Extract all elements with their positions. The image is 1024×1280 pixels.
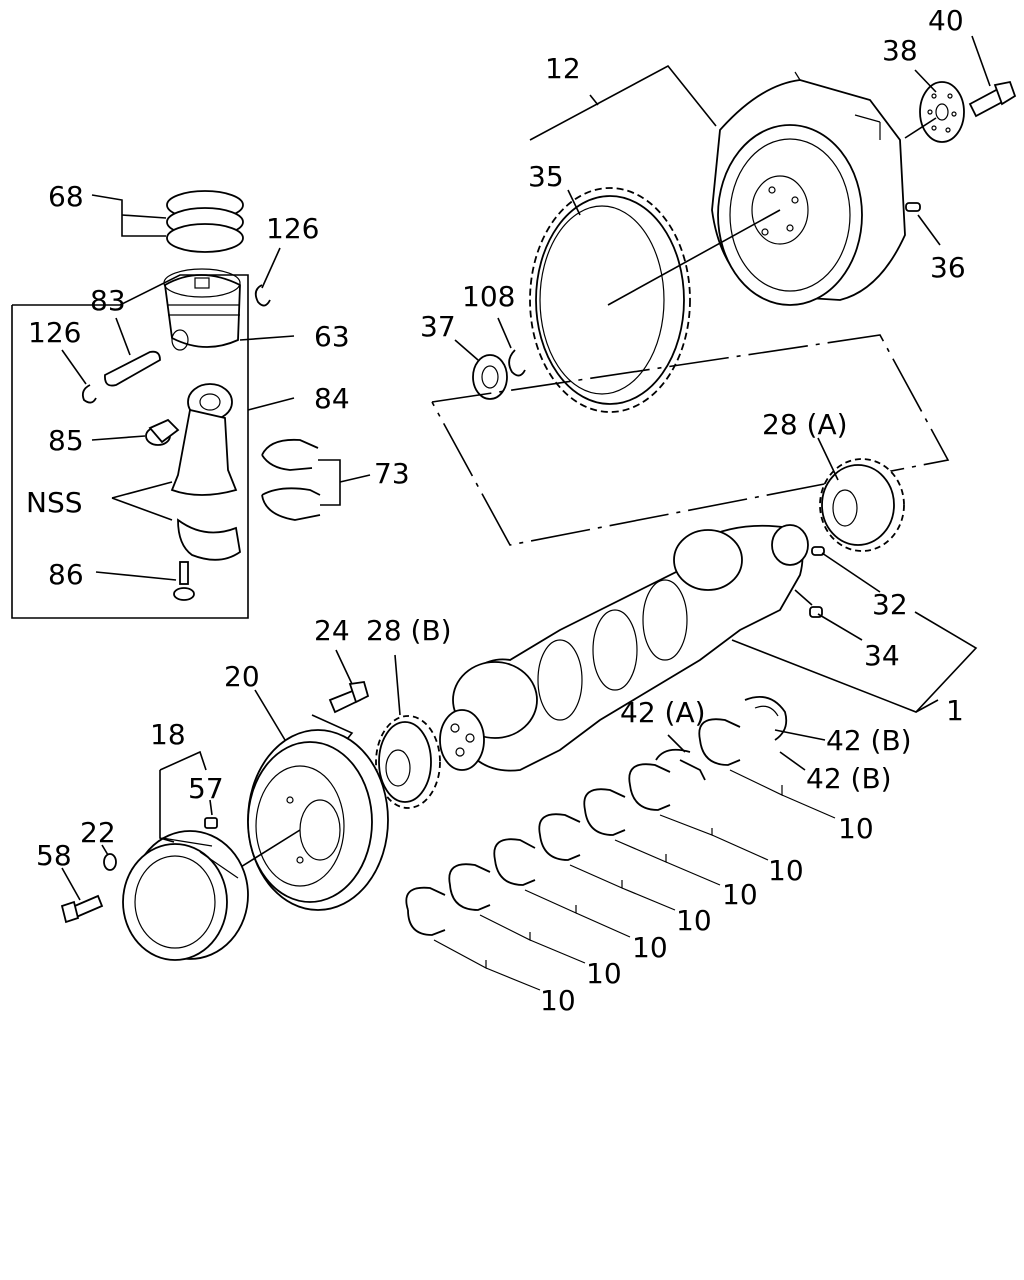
callout-28b: 28 (B)	[366, 614, 452, 647]
callout-40: 40	[928, 4, 964, 37]
callout-12: 12	[545, 52, 581, 85]
callout-57: 57	[188, 772, 224, 805]
main-bearing-set	[405, 718, 836, 991]
pulley-bolt-24	[328, 680, 370, 714]
bolt-58	[60, 894, 104, 924]
callout-58: 58	[36, 839, 72, 872]
callout-10: 10	[838, 812, 874, 845]
small-end-bushing	[145, 418, 180, 446]
connecting-rod	[170, 383, 238, 496]
callout-73: 73	[374, 457, 410, 490]
crankshaft	[439, 524, 809, 772]
callout-42b-upper: 42 (B)	[826, 724, 912, 757]
callout-28a: 28 (A)	[762, 408, 848, 441]
callout-42a: 42 (A)	[620, 696, 706, 729]
callout-labels: 40 38 12 35 36 108 37 28 (A) 32 34 1 68 …	[26, 4, 966, 1017]
callout-126-left: 126	[28, 316, 81, 349]
callout-10: 10	[676, 904, 712, 937]
callout-63: 63	[314, 320, 350, 353]
callout-85: 85	[48, 424, 84, 457]
callout-10: 10	[632, 931, 668, 964]
main-bearing	[628, 763, 769, 861]
piston-rings	[166, 190, 244, 253]
callout-36: 36	[930, 251, 966, 284]
key-57	[204, 817, 218, 829]
crank-gear-a	[819, 458, 905, 552]
callout-22: 22	[80, 816, 116, 849]
pilot-bearing	[472, 354, 508, 400]
pin-32	[811, 546, 825, 556]
callout-10: 10	[768, 854, 804, 887]
callout-42b-lower: 42 (B)	[806, 762, 892, 795]
callout-10: 10	[586, 957, 622, 990]
callout-68: 68	[48, 180, 84, 213]
callout-83: 83	[90, 284, 126, 317]
piston-pin	[104, 350, 161, 387]
rod-bearings	[261, 438, 321, 521]
front-pulley	[122, 830, 249, 961]
callout-37: 37	[420, 310, 456, 343]
callout-126-top: 126	[266, 212, 319, 245]
flywheel-plate	[919, 81, 965, 143]
dowel-pin-36	[905, 202, 921, 212]
callout-18: 18	[150, 718, 186, 751]
callout-1: 1	[946, 694, 964, 727]
flywheel-group	[454, 35, 1017, 413]
main-bearing	[698, 718, 836, 819]
snap-ring-126-right	[254, 284, 271, 307]
callout-38: 38	[882, 34, 918, 67]
callout-nss: NSS	[26, 486, 83, 519]
callout-108: 108	[462, 280, 515, 313]
flywheel	[711, 71, 906, 306]
callout-34: 34	[864, 639, 900, 672]
crank-gear-b	[375, 715, 441, 809]
rod-cap	[177, 518, 241, 561]
ring-gear	[529, 187, 691, 413]
snap-ring-108	[508, 349, 526, 377]
main-bearing	[493, 838, 631, 938]
callout-86: 86	[48, 558, 84, 591]
main-bearing	[538, 813, 676, 911]
callout-20: 20	[224, 660, 260, 693]
washer-22	[103, 853, 117, 871]
piston	[163, 268, 241, 351]
callout-10: 10	[722, 878, 758, 911]
rod-bolt	[173, 561, 195, 601]
callout-24: 24	[314, 614, 350, 647]
main-bearing	[655, 748, 706, 781]
snap-ring-126-left	[81, 384, 97, 404]
flywheel-bolt	[968, 80, 1017, 118]
main-bearing	[448, 863, 586, 964]
thrust-washers	[744, 696, 788, 741]
callout-32: 32	[872, 588, 908, 621]
callout-35: 35	[528, 160, 564, 193]
main-bearing	[583, 788, 721, 886]
main-bearing	[405, 886, 541, 991]
crank-pulley	[247, 729, 389, 911]
callout-10: 10	[540, 984, 576, 1017]
callout-84: 84	[314, 382, 350, 415]
